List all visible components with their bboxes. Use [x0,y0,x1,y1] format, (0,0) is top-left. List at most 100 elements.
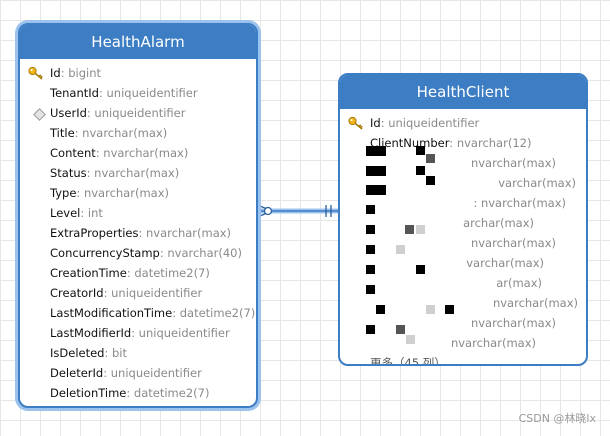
field-type: : nvarchar(max) [74,126,168,140]
field-type: : uniqueidentifier [103,286,203,300]
watermark: CSDN @林晓lx [518,412,596,425]
field-name: Content [50,146,96,160]
field-type: : nvarchar(max) [76,186,169,200]
field-type: : datetime2(7) [126,386,210,400]
field-name: DeletionTime [50,386,127,400]
field-type: nvarchar(max) [470,236,556,250]
field-type: nvarchar(max) [492,296,578,310]
redaction-block [406,335,415,344]
field-type: : bigint [60,66,102,80]
field-row[interactable]: nvarchar(max) [340,293,586,313]
entity-title[interactable]: HealthAlarm [20,25,256,59]
field-name: Status [50,166,87,180]
redaction-block [416,265,425,274]
field-row[interactable]: IsDeleted: bit [20,343,256,363]
redaction-block [426,154,435,163]
field-row[interactable]: UserId: uniqueidentifier [20,103,256,123]
field-type: : int [80,206,103,220]
field-row[interactable]: Title: nvarchar(max) [20,123,256,143]
field-row[interactable]: LastModificationTime: datetime2(7) [20,303,256,323]
field-row[interactable]: Id: uniqueidentifier [340,113,586,133]
field-row[interactable]: : nvarchar(max) [340,193,586,213]
redaction-block [366,245,375,254]
field-type: : nvarchar(max) [95,146,189,160]
redaction-block [366,185,386,195]
field-name: CreatorId [50,286,104,300]
field-type: : uniqueidentifier [131,326,230,340]
indexed-field-icon [33,108,46,121]
field-row[interactable]: TenantId: uniqueidentifier [20,83,256,103]
field-row[interactable]: archar(max) [340,213,586,233]
field-name: ExtraProperties [50,226,139,240]
field-type: nvarchar(max) [470,316,556,330]
field-row[interactable]: CreationTime: datetime2(7) [20,263,256,283]
field-name: CreationTime [50,266,127,280]
field-name: ConcurrencyStamp [50,246,160,260]
zero-cardinality-circle [263,206,273,216]
field-type: : datetime2(7) [126,266,210,280]
field-type: : nvarchar(40) [159,246,242,260]
redaction-block [416,166,425,175]
more-columns-link[interactable]: 更多（45 列）... [370,356,457,366]
field-row[interactable]: ClientNumber: nvarchar(12) [340,133,586,153]
field-row[interactable]: Level: int [20,203,256,223]
redaction-block [396,245,405,254]
field-type: ar(max) [496,276,542,290]
field-type: : nvarchar(12) [449,136,532,150]
field-row[interactable]: LastModifierId: uniqueidentifier [20,323,256,343]
redaction-block [366,325,375,334]
field-name: Level [50,206,81,220]
field-type: nvarchar(max) [450,336,536,350]
field-row[interactable]: Type: nvarchar(max) [20,183,256,203]
primary-key-icon [28,66,44,80]
redaction-block [366,205,375,214]
field-row[interactable]: ConcurrencyStamp: nvarchar(40) [20,243,256,263]
field-row[interactable]: nvarchar(max) [340,313,586,333]
redaction-block [416,146,425,155]
field-row[interactable]: nvarchar(max) [340,153,586,173]
redaction-block [366,146,386,156]
field-row[interactable]: varchar(max) [340,173,586,193]
field-row[interactable]: Status: nvarchar(max) [20,163,256,183]
redaction-block [426,176,435,185]
field-row[interactable]: DeletionTime: datetime2(7) [20,383,256,403]
redaction-block [366,166,386,176]
field-type: : datetime2(7) [172,306,256,320]
field-name: UserId [50,106,87,120]
field-type: : nvarchar(max) [473,196,566,210]
field-row[interactable]: varchar(max) [340,253,586,273]
field-row[interactable]: CreatorId: uniqueidentifier [20,283,256,303]
redaction-block [366,265,375,274]
field-row[interactable]: Id: bigint [20,63,256,83]
field-type: varchar(max) [498,176,576,190]
field-name: Title [50,126,75,140]
field-type: : uniqueidentifier [380,116,480,130]
redaction-block [376,305,385,314]
redaction-block [416,225,425,234]
field-type: varchar(max) [466,256,544,270]
field-row[interactable]: nvarchar(max) [340,233,586,253]
field-row[interactable]: ExtraProperties: nvarchar(max) [20,223,256,243]
redaction-block [405,225,414,234]
redaction-block [396,325,405,334]
field-name: LastModificationTime [50,306,173,320]
field-name: TenantId [50,86,99,100]
field-name: Type [50,186,77,200]
field-type: : uniqueidentifier [103,366,202,380]
entity-title[interactable]: HealthClient [340,75,586,109]
field-name: Id [50,66,61,80]
field-name: IsDeleted [50,346,105,360]
field-row[interactable]: DeleterId: uniqueidentifier [20,363,256,383]
field-row[interactable]: nvarchar(max) [340,333,586,353]
field-name: ClientNumber [370,136,450,150]
redaction-block [426,305,435,314]
redaction-block [366,285,375,294]
field-type: : nvarchar(max) [138,226,232,240]
field-row[interactable]: ar(max) [340,273,586,293]
field-row[interactable]: Content: nvarchar(max) [20,143,256,163]
